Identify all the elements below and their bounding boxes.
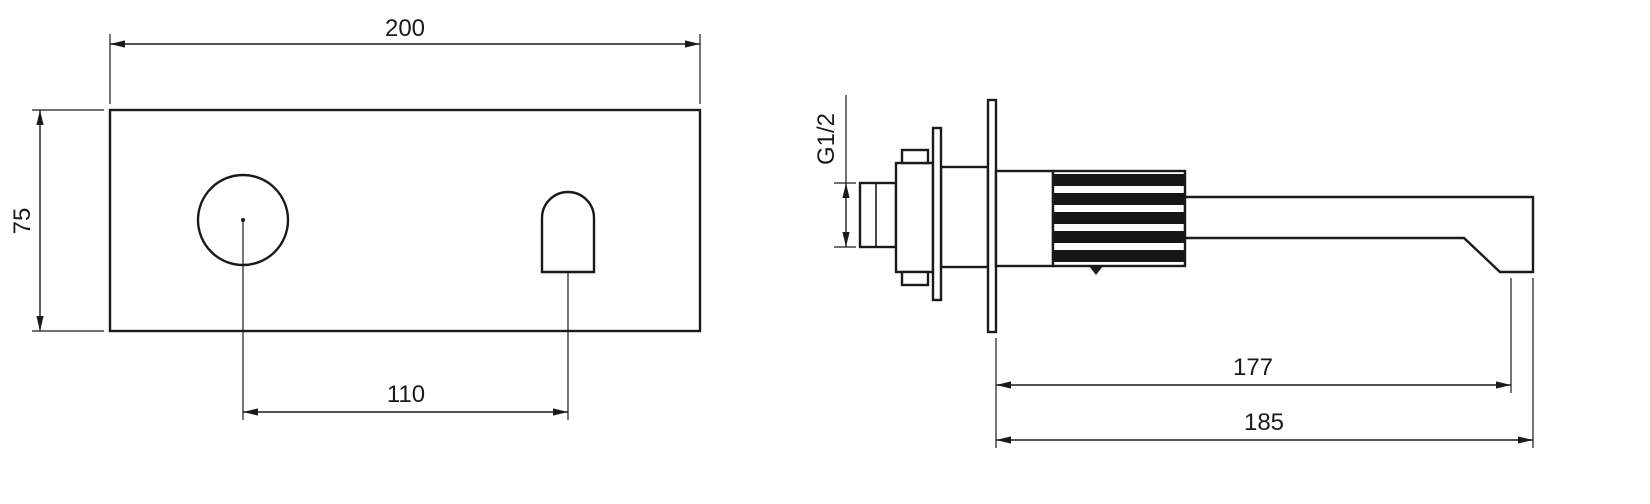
inlet-nipple-outline: [858, 181, 898, 249]
dim-total-reach-label: 185: [1244, 409, 1284, 436]
valve-body-top-tab: [900, 148, 930, 165]
spout-front-outline: [540, 190, 596, 274]
wall-plate-side-outline: [986, 98, 998, 334]
collar-outline: [994, 169, 1055, 268]
handle-striped-grip: [1051, 169, 1187, 268]
dim-width: 200: [109, 15, 701, 104]
dim-spout-reach: 177: [995, 278, 1512, 448]
valve-body-bottom-tab: [900, 270, 930, 287]
dim-spout-reach-label: 177: [1233, 354, 1273, 381]
indicator-notch: [1089, 266, 1103, 275]
dim-thread: G1/2: [813, 95, 856, 248]
dim-height: 75: [9, 109, 104, 332]
dim-height-label: 75: [9, 208, 36, 235]
dim-width-label: 200: [385, 15, 425, 42]
side-view: G1/2 177 185: [813, 95, 1535, 448]
dim-spacing-label: 110: [387, 381, 425, 408]
spout-side-outline: [1183, 195, 1535, 274]
front-view: 200 75 110: [9, 15, 702, 420]
wall-sleeve-outline: [939, 165, 990, 269]
valve-body-outline: [894, 161, 935, 274]
dim-total-reach: 185: [996, 278, 1534, 448]
mounting-flange-outline: [931, 126, 943, 302]
dim-spacing: 110: [242, 220, 569, 420]
thread-size-label: G1/2: [813, 113, 840, 165]
